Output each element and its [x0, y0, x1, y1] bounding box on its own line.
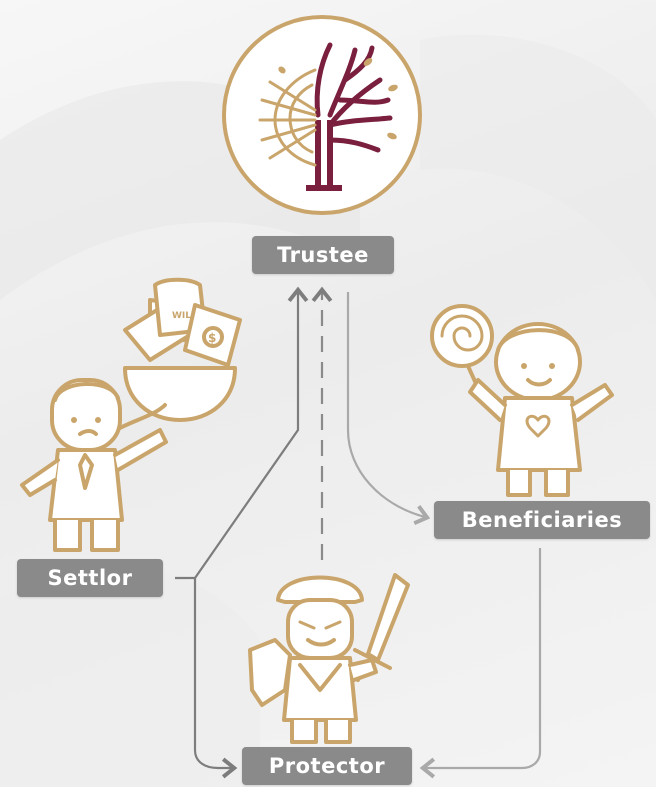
will-scroll-text: WILL — [172, 311, 197, 321]
trustee-label: Trustee — [252, 236, 394, 274]
knight-with-sword-and-shield-icon — [248, 573, 410, 744]
settlor-label: Settlor — [17, 559, 163, 597]
connection-lines — [175, 286, 542, 779]
beneficiaries-label: Beneficiaries — [434, 501, 650, 539]
tree-logo-icon — [222, 15, 422, 215]
businessman-holding-bowl-icon: WILL $ — [20, 277, 242, 552]
protector-label: Protector — [242, 747, 412, 785]
child-with-lollipop-icon — [430, 304, 614, 497]
money-symbol-text: $ — [208, 331, 216, 345]
